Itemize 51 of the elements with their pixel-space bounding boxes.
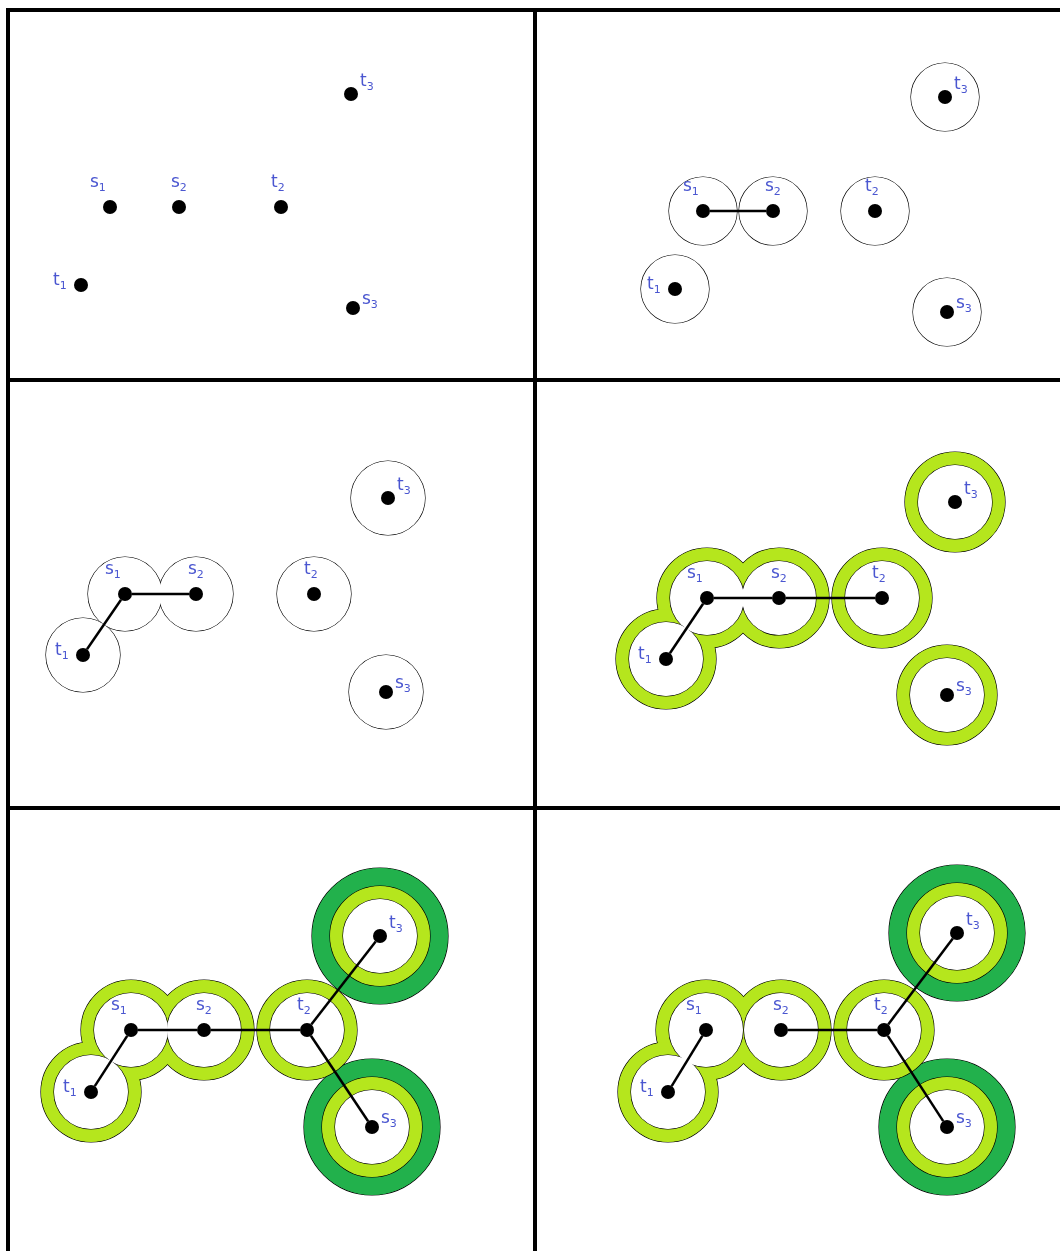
vertex-label: s$_{1}$: [683, 175, 699, 201]
edge-line: [138, 1028, 197, 1032]
vertex-label: s$_{3}$: [956, 675, 972, 701]
vertex-label: s$_{3}$: [956, 292, 972, 318]
vertex-label: s$_{1}$: [111, 994, 127, 1020]
vertex-label: t$_{1}$: [55, 639, 69, 665]
vertex-label: s$_{2}$: [171, 171, 187, 197]
vertex-label: s$_{2}$: [196, 994, 212, 1020]
vertex-label: t$_{1}$: [63, 1076, 77, 1102]
vertex-label: s$_{3}$: [395, 672, 411, 698]
vertex-label: t$_{3}$: [397, 474, 411, 500]
edge-line: [211, 1028, 300, 1032]
vertex-label: s$_{1}$: [686, 994, 702, 1020]
vertex-label: t$_{3}$: [964, 478, 978, 504]
vertex-label: t$_{3}$: [360, 70, 374, 96]
vertex-label: s$_{1}$: [687, 562, 703, 588]
vertex-label: t$_{2}$: [271, 171, 285, 197]
vertex-label: s$_{1}$: [105, 558, 121, 584]
edge-line: [786, 596, 875, 600]
edge-line: [309, 1035, 370, 1122]
vertex-label: t$_{1}$: [647, 273, 661, 299]
edge-line: [670, 1035, 704, 1087]
vertex-label: t$_{1}$: [640, 1076, 654, 1102]
vertex-label: s$_{3}$: [381, 1107, 397, 1133]
vertex-label: s$_{2}$: [765, 175, 781, 201]
edge-line: [668, 603, 705, 654]
vertex-label: t$_{3}$: [966, 909, 980, 935]
edge-line: [85, 599, 123, 650]
edge-line: [714, 596, 772, 600]
edge-line: [710, 209, 766, 213]
vertex-label: t$_{2}$: [872, 562, 886, 588]
vertex-label: t$_{1}$: [638, 643, 652, 669]
edge-line: [886, 1035, 945, 1122]
vertex-label: t$_{3}$: [389, 912, 403, 938]
vertex-label: s$_{3}$: [956, 1107, 972, 1133]
edge-line: [887, 937, 954, 1026]
vertex-label: t$_{2}$: [865, 175, 879, 201]
vertex-label: s$_{2}$: [188, 558, 204, 584]
vertex-label: s$_{2}$: [773, 994, 789, 1020]
vertex-label: s$_{3}$: [362, 288, 378, 314]
vertex-label: t$_{2}$: [297, 994, 311, 1020]
vertex-label: t$_{1}$: [53, 269, 67, 295]
vertex-label: t$_{2}$: [304, 558, 318, 584]
edge-line: [310, 940, 377, 1026]
edge-line: [93, 1035, 129, 1087]
edge-line: [132, 592, 189, 596]
vertex-label: s$_{2}$: [771, 562, 787, 588]
vertex-label: s$_{1}$: [90, 171, 106, 197]
edge-line: [788, 1028, 877, 1032]
vertex-label: t$_{2}$: [874, 994, 888, 1020]
vertex-label: t$_{3}$: [954, 73, 968, 99]
